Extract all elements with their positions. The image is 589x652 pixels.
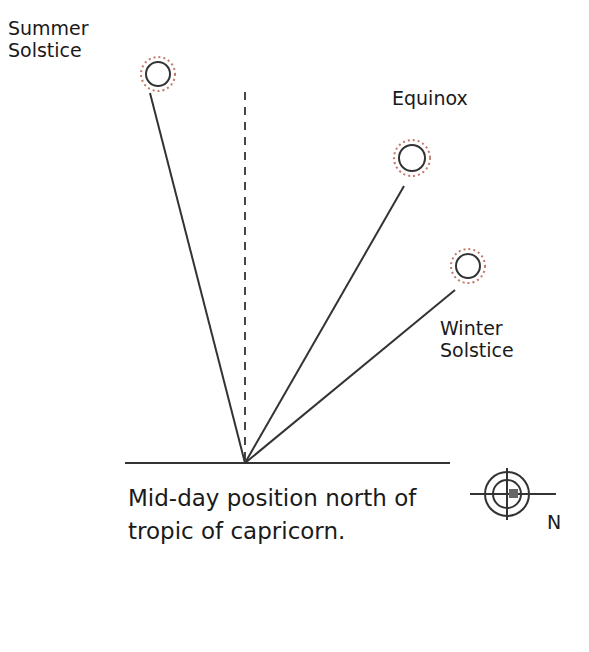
sun-rays [394,140,430,176]
compass-direction: N [547,512,577,534]
sun-rays [451,249,485,283]
compass-axis [506,468,508,520]
sun-ray-line [245,186,404,463]
ground-line [125,462,450,464]
sun-label: Equinox [392,88,542,110]
caption: Mid-day position north of tropic of capr… [128,482,428,549]
sun-ray-line [245,290,455,463]
compass-marker [509,489,518,498]
sun-label: Summer Solstice [8,18,126,62]
sun-rays [141,57,175,91]
sun-ray-line [150,93,245,463]
sun-symbol [456,254,480,278]
sun-label: Winter Solstice [440,318,550,362]
sun-symbol [399,145,425,171]
zenith-line [244,92,246,461]
sun-symbol [146,62,170,86]
